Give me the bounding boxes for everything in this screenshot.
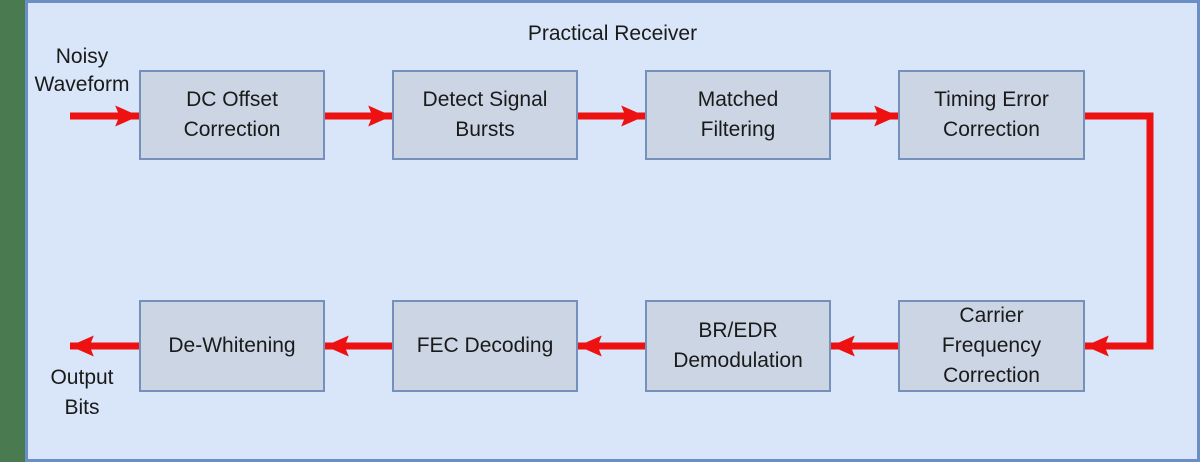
block-matched-filtering: Matched Filtering: [645, 70, 831, 160]
output-label-output-bits: Output Bits: [50, 366, 114, 419]
block-detect-signal-bursts: Detect Signal Bursts: [392, 70, 578, 160]
block-de-whitening: De-Whitening: [139, 300, 325, 392]
input-label-noisy-waveform: Noisy Waveform: [34, 45, 130, 96]
block-dc-offset-correction: DC Offset Correction: [139, 70, 325, 160]
block-timing-error-correction: Timing Error Correction: [898, 70, 1085, 160]
block-br-edr-demodulation: BR/EDR Demodulation: [645, 300, 831, 392]
diagram-title: Practical Receiver: [527, 22, 698, 45]
block-carrier-frequency-correction: Carrier Frequency Correction: [898, 300, 1085, 392]
block-fec-decoding: FEC Decoding: [392, 300, 578, 392]
